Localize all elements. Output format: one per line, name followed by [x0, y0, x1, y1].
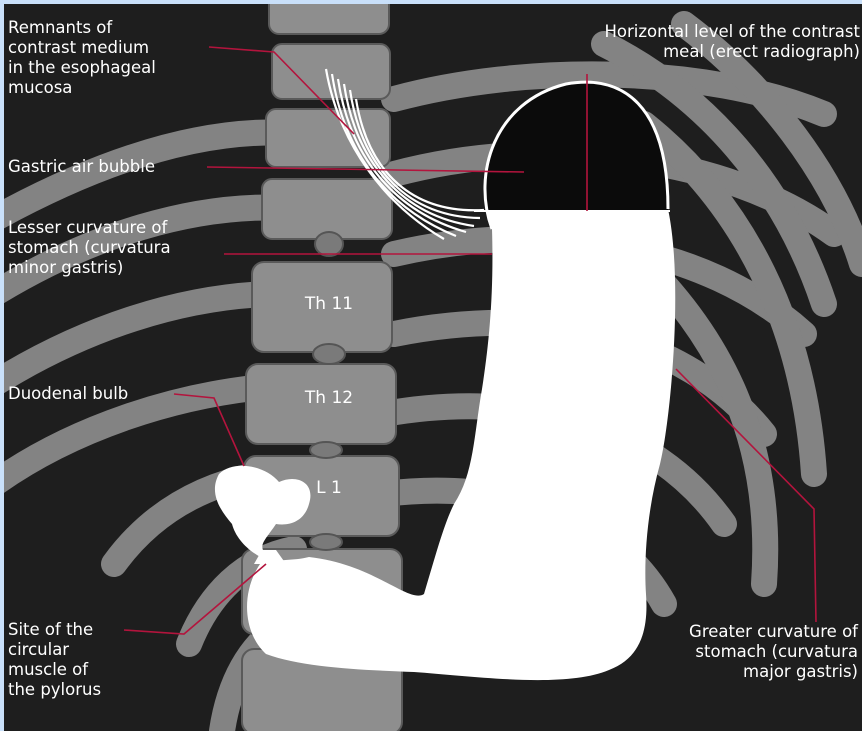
radiograph-diagram: Remnants of contrast medium in the esoph… [4, 4, 862, 731]
label-pylorus: Site of the circular muscle of the pylor… [8, 620, 101, 700]
vertebra-l1-label: L 1 [294, 478, 364, 498]
label-greater-curvature: Greater curvature of stomach (curvatura … [689, 622, 858, 682]
vertebra-th12-label: Th 12 [294, 388, 364, 408]
vertebra-th11-label: Th 11 [294, 294, 364, 314]
label-gastric-air-bubble: Gastric air bubble [8, 157, 155, 177]
label-remnants: Remnants of contrast medium in the esoph… [8, 18, 156, 98]
label-duodenal-bulb: Duodenal bulb [8, 384, 128, 404]
label-horizontal-level: Horizontal level of the contrast meal (e… [604, 22, 860, 62]
label-lesser-curvature: Lesser curvature of stomach (curvatura m… [8, 218, 171, 278]
